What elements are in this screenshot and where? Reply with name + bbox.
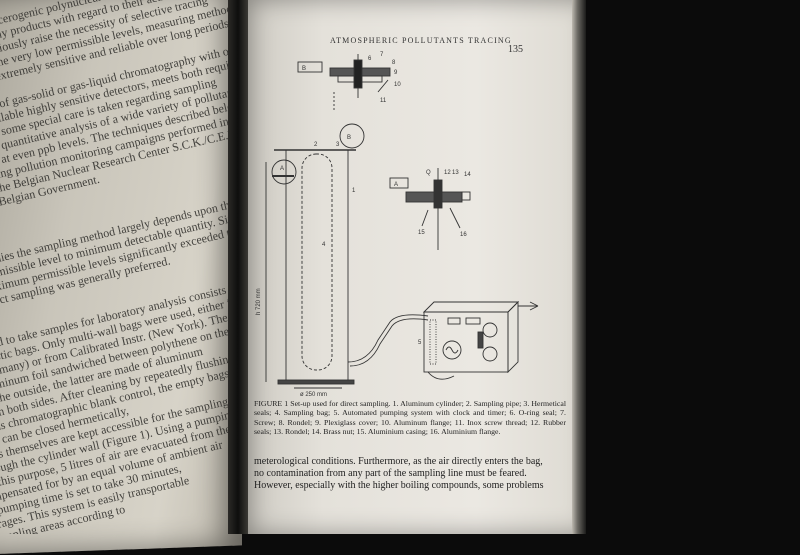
callout-a-14: 14: [464, 172, 471, 178]
callout-b-11: 11: [380, 98, 387, 104]
sampling-setup-diagram: B B A A 6 7 8 9 10 11 Q 12 13 14 15 16 1…: [256, 52, 539, 398]
callout-a-15: 15: [418, 230, 425, 236]
pumping-unit: [422, 300, 539, 380]
callout-b-10: 10: [394, 82, 401, 88]
detail-a: [389, 168, 471, 250]
callout-3: 3: [336, 142, 340, 148]
label-detail-a: A: [394, 182, 398, 188]
aluminum-cylinder: [265, 123, 365, 389]
callout-b-9: 9: [394, 70, 398, 76]
callout-b-6: 6: [368, 56, 372, 62]
callout-a-16: 16: [460, 232, 467, 238]
body-line: no contamination from any part of the sa…: [254, 468, 527, 479]
callout-b-7: 7: [380, 52, 384, 58]
detail-b-label-box: [297, 61, 323, 73]
callout-a-13: 13: [452, 170, 459, 176]
page-edge: [572, 0, 586, 534]
body-line: meterological conditions. Furthermore, a…: [254, 456, 543, 467]
label-circle-b: B: [347, 135, 351, 141]
callout-1: 1: [352, 188, 356, 194]
callout-4: 4: [322, 242, 326, 248]
left-page-text: cancerogenic polynuclear aromaticmany pr…: [0, 0, 240, 534]
height-dimension: h 720 mm: [256, 288, 262, 315]
right-page: [238, 0, 578, 534]
figure-caption: FIGURE 1 Set-up used for direct sampling…: [254, 399, 566, 437]
callout-5: 5: [418, 340, 422, 346]
detail-b: [297, 54, 391, 110]
sampling-tube: [347, 314, 429, 363]
book-photo: cancerogenic polynuclear aromaticmany pr…: [0, 0, 586, 555]
callout-2: 2: [314, 142, 318, 148]
body-text: meterological conditions. Furthermore, a…: [254, 456, 566, 492]
body-line: However, especially with the higher boil…: [254, 480, 544, 491]
running-head: ATMOSPHERIC POLLUTANTS TRACING: [330, 36, 512, 45]
label-circle-a: A: [280, 166, 284, 172]
callout-a-12: 12: [444, 170, 451, 176]
book-gutter: [228, 0, 248, 534]
label-detail-b: B: [302, 66, 306, 72]
diameter-dimension: ø 250 mm: [300, 392, 327, 398]
callout-a-q: Q: [426, 170, 431, 176]
callout-b-8: 8: [392, 60, 396, 66]
page-number: 135: [508, 44, 523, 55]
detail-a-label-box: [389, 177, 409, 189]
